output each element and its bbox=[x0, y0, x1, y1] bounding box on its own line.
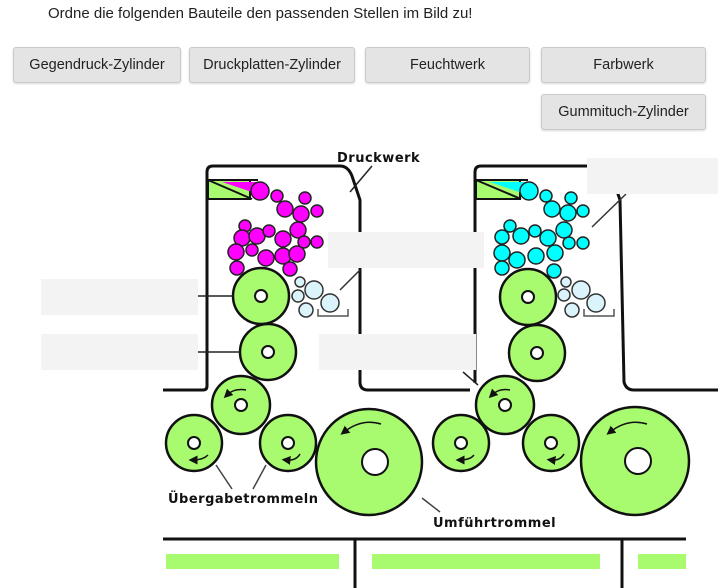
inking-rollers-cyan bbox=[493, 181, 590, 279]
dampening-rollers-1 bbox=[291, 276, 340, 318]
chip-druckplatten-zylinder[interactable]: Druckplatten-Zylinder bbox=[189, 47, 355, 83]
sheet-3 bbox=[638, 554, 686, 569]
instruction-text: Ordne die folgenden Bauteile den passend… bbox=[48, 5, 473, 22]
dropzone-3[interactable] bbox=[328, 232, 484, 268]
chip-gummituch-zylinder[interactable]: Gummituch-Zylinder bbox=[541, 94, 706, 130]
cylinders-unit2 bbox=[431, 267, 691, 517]
inking-rollers-magenta bbox=[227, 181, 324, 277]
chip-farbwerk[interactable]: Farbwerk bbox=[541, 47, 706, 83]
dropzone-5[interactable] bbox=[587, 158, 718, 194]
label-umfuehrtrommel: Umführtrommel bbox=[433, 516, 556, 531]
chip-gegendruck-zylinder[interactable]: Gegendruck-Zylinder bbox=[13, 47, 181, 83]
unit1-frame bbox=[163, 164, 470, 392]
sheet-2 bbox=[372, 554, 600, 569]
chip-feuchtwerk[interactable]: Feuchtwerk bbox=[365, 47, 530, 83]
dampening-rollers-2 bbox=[557, 276, 606, 318]
label-druckwerk: Druckwerk bbox=[337, 151, 420, 166]
label-uebergabetrommeln: Übergabetrommeln bbox=[168, 491, 318, 507]
dropzone-4[interactable] bbox=[319, 334, 476, 370]
dropzone-1[interactable] bbox=[41, 279, 198, 315]
dropzone-2[interactable] bbox=[41, 334, 198, 370]
sheet-1 bbox=[166, 554, 339, 569]
